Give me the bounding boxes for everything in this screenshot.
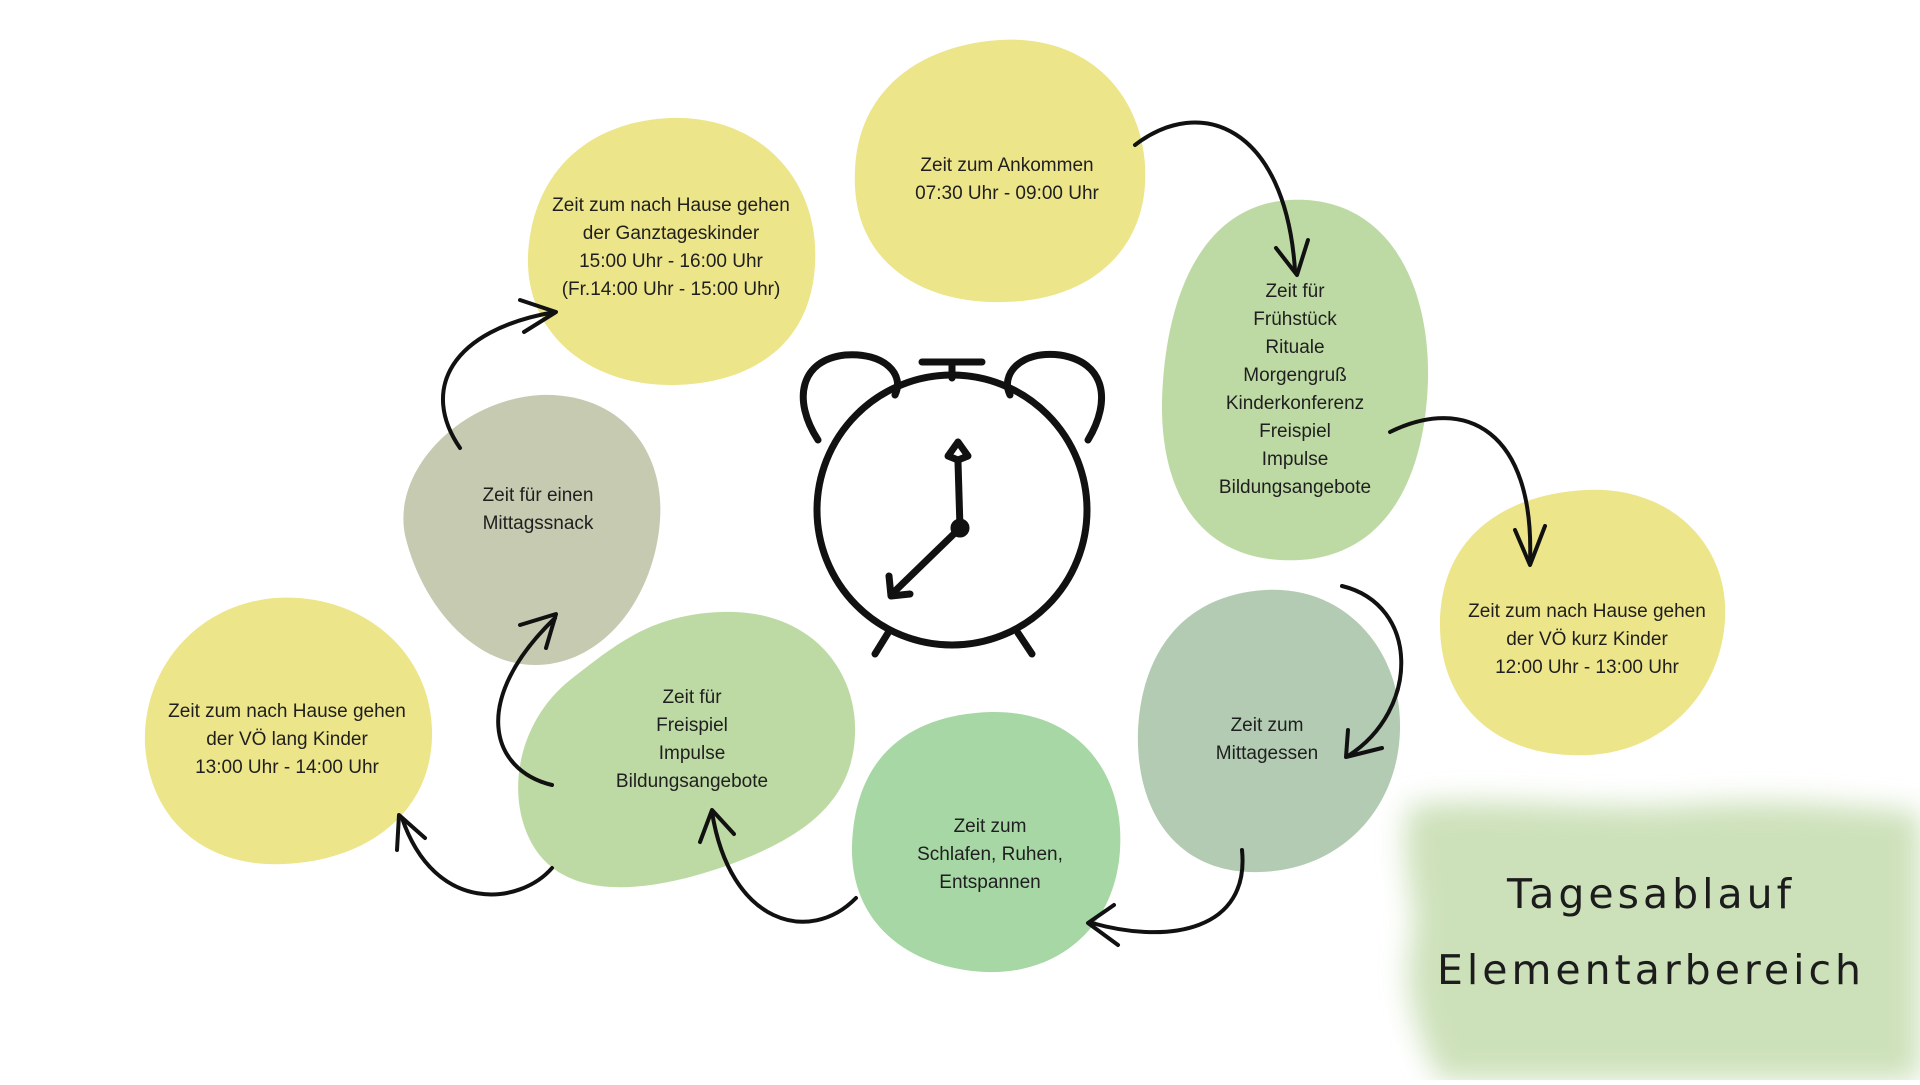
stage-text-line: 12:00 Uhr - 13:00 Uhr [1495,657,1679,678]
stage-freeplay-afternoon: Zeit für Freispiel Impulse Bildungsangeb… [542,640,842,840]
stage-text-line: Morgengruß [1243,365,1347,386]
stage-text-line: Zeit zum nach Hause gehen [1468,601,1706,622]
clock-bell-left [799,351,901,444]
stage-pickup-full-day: Zeit zum nach Hause gehen der Ganztagesk… [521,148,821,348]
arrow-breakfast-to-pickup-short [1388,416,1547,567]
stage-text-line: Schlafen, Ruhen, [917,844,1063,865]
stage-text-line: Entspannen [939,872,1041,893]
clock-minute-hand [889,524,964,597]
blob-sleep-rest [851,711,1121,973]
stage-text-line: der VÖ kurz Kinder [1506,629,1668,650]
stage-text-line: Zeit zum nach Hause gehen [552,195,790,216]
diagram-title: Tagesablauf Elementarbereich [1416,856,1886,1008]
stage-text-line: Zeit zum [953,816,1027,837]
stage-text-line: 13:00 Uhr - 14:00 Uhr [195,757,379,778]
stage-pickup-short: Zeit zum nach Hause gehen der VÖ kurz Ki… [1437,540,1737,740]
stage-text-line: Zeit für [662,687,722,708]
arrow-pickup-short-to-lunch [1340,584,1404,759]
stage-text-line: Freispiel [656,715,728,736]
stage-text-line: Rituale [1265,337,1325,358]
blob-breakfast-morning [1161,199,1429,561]
blob-pickup-long [144,597,433,865]
arrow-arrival-to-breakfast [1133,120,1310,277]
stage-text-line: Impulse [1261,449,1329,470]
arrow-freeplay-to-pickup-long [395,813,554,897]
stage-text-line: Bildungsangebote [1218,477,1372,498]
arrow-sleep-to-freeplay [698,808,858,924]
stage-text-line: (Fr.14:00 Uhr - 15:00 Uhr) [561,279,781,300]
stage-text-line: Bildungsangebote [615,771,769,792]
stage-text-line: Mittagssnack [482,513,594,534]
title-line-2: Elementarbereich [1436,946,1866,994]
clock-hour-hand-tip [944,438,972,464]
title-line-1: Tagesablauf [1506,870,1796,918]
stage-breakfast-morning: Zeit für Frühstück Rituale Morgengruß Ki… [1145,220,1445,560]
stage-text-line: 15:00 Uhr - 16:00 Uhr [579,251,763,272]
clock-feet [871,629,1036,658]
title-watercolor-wash [1405,801,1920,1080]
stage-sleep-rest: Zeit zum Schlafen, Ruhen, Entspannen [840,770,1140,940]
clock-bell-right [1004,350,1105,444]
stage-text-line: Impulse [658,743,726,764]
stage-snack: Zeit für einen Mittagssnack [388,430,688,590]
blob-pickup-full-day [527,117,816,386]
stage-text-line: der VÖ lang Kinder [206,729,368,750]
stage-text-line: Zeit zum Ankommen [920,155,1094,176]
stage-text-line: Freispiel [1259,421,1331,442]
arrow-snack-to-pickup-full-day [441,298,558,450]
clock-center [950,518,970,538]
alarm-clock-icon [799,350,1105,658]
stage-pickup-long: Zeit zum nach Hause gehen der VÖ lang Ki… [137,640,437,840]
stage-arrival: Zeit zum Ankommen 07:30 Uhr - 09:00 Uhr [857,60,1157,300]
arrow-lunch-to-sleep [1086,848,1245,947]
blob-pickup-short [1440,489,1726,756]
stage-text-line: Kinderkonferenz [1225,393,1365,414]
clock-handle [918,358,986,382]
blob-lunch [1137,589,1401,873]
stage-text-line: Zeit zum [1230,715,1304,736]
stage-text-line: der Ganztageskinder [582,223,760,244]
stage-text-line: 07:30 Uhr - 09:00 Uhr [915,183,1099,204]
stage-text-line: Zeit für [1265,281,1325,302]
stage-text-line: Zeit zum nach Hause gehen [168,701,406,722]
clock-hour-hand [954,458,964,532]
clock-face [813,371,1091,649]
stage-text-line: Zeit für einen [482,485,594,506]
arrow-freeplay-to-snack [496,612,558,787]
blob-snack [403,394,661,665]
clock-minute-hand-tip [885,572,914,600]
blob-freeplay-afternoon [518,611,856,888]
blob-arrival [854,39,1146,303]
stage-text-line: Frühstück [1253,309,1337,330]
stage-text-line: Mittagessen [1215,743,1319,764]
stage-lunch: Zeit zum Mittagessen [1117,640,1417,840]
